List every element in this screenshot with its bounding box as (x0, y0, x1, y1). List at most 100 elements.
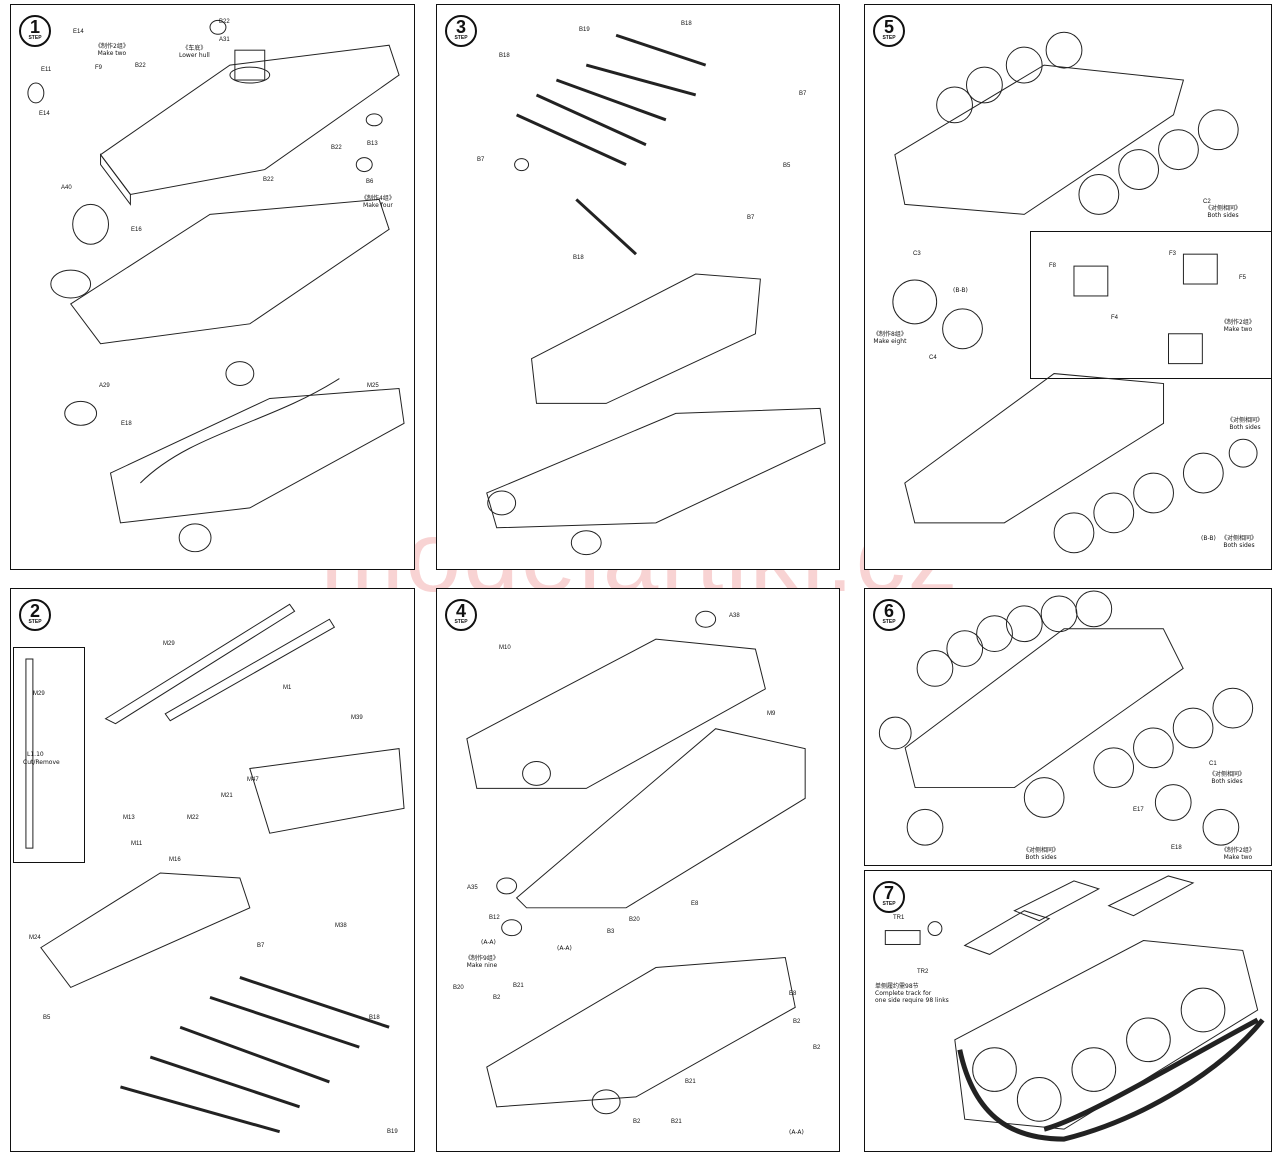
part-label: F4 (1111, 315, 1119, 321)
part-label: M11 (131, 841, 143, 847)
track-assembly-drawing (884, 875, 1265, 1142)
step-6-panel: 6 STEP C1 E17 E18 《对侧相同》 Both sides 《对侧相… (864, 588, 1272, 866)
part-label: B18 (681, 21, 692, 27)
step-number: 4 (455, 601, 466, 621)
part-label: M47 (247, 777, 259, 783)
part-label: B2 (793, 1019, 801, 1025)
note-aa-3: (A-A) (789, 1129, 804, 1136)
part-label: M1 (283, 685, 292, 691)
step-number: 2 (29, 601, 40, 621)
road-wheel-drawing (892, 31, 1258, 554)
part-label: B7 (799, 91, 807, 97)
note-make-two: 《制作2组》 Make two (1221, 847, 1255, 861)
step-5-panel: 5 STEP C3 C4 F8 F4 F3 F5 C2 《对侧相同》 Both … (864, 4, 1272, 570)
step-number: 5 (883, 17, 894, 37)
note-lower-hull: 《车底》 Lower hull (179, 45, 210, 59)
part-label: M22 (187, 815, 199, 821)
part-label: M29 (33, 691, 45, 697)
part-label: A40 (61, 185, 72, 191)
note-make-nine: 《制作9组》 Make nine (465, 955, 499, 969)
part-label: F3 (1169, 251, 1177, 257)
part-label: B12 (489, 915, 500, 921)
part-label: E17 (1133, 807, 1144, 813)
part-label: M24 (29, 935, 41, 941)
step-label: STEP (28, 619, 42, 625)
torsion-bar-drawing (466, 610, 806, 1115)
part-label: TR2 (917, 969, 929, 975)
part-label: M13 (123, 815, 135, 821)
suspension-assembly-drawing (486, 33, 826, 556)
step-number: 1 (29, 17, 40, 37)
step-number: 7 (883, 883, 894, 903)
note-cut-remove: Cut/Remove (23, 759, 60, 766)
part-label: E14 (73, 29, 84, 35)
step-label: STEP (28, 35, 42, 41)
part-label: A31 (219, 37, 230, 43)
part-label: TR1 (893, 915, 905, 921)
part-label: M10 (499, 645, 511, 651)
note-both-sides-2: 《对侧相同》 Both sides (1023, 847, 1060, 861)
cut-detail-box (13, 647, 85, 863)
part-label: B22 (331, 145, 342, 151)
note-make-four: 《制作4组》 Make four (361, 195, 395, 209)
part-label: B13 (367, 141, 378, 147)
part-label: B22 (263, 177, 274, 183)
part-label: M29 (163, 641, 175, 647)
part-label: B19 (387, 1129, 398, 1135)
part-label: B20 (629, 917, 640, 923)
step-1-panel: 1 STEP E14 F9 E11 B22 A31 B22 E14 B13 B2… (10, 4, 415, 570)
note-make-eight: 《制作8组》 Make eight (873, 331, 907, 345)
part-label: M16 (169, 857, 181, 863)
part-label: F9 (95, 65, 103, 71)
part-label: B22 (135, 63, 146, 69)
part-label: B18 (499, 53, 510, 59)
step-2-panel: 2 STEP M29 M1 M29 M13 M22 M21 M47 M11 M1… (10, 588, 415, 1152)
part-label: B3 (607, 929, 615, 935)
part-label: C4 (929, 355, 937, 361)
note-bb: (B-B) (953, 287, 968, 294)
step-3-panel: 3 STEP B19 B18 B18 B7 B7 B5 B7 B18 (436, 4, 840, 570)
part-label: B7 (477, 157, 485, 163)
part-label: E18 (1171, 845, 1182, 851)
part-label: E18 (121, 421, 132, 427)
note-both-sides-2: 《对侧相同》 Both sides (1227, 417, 1264, 431)
step-5-badge: 5 STEP (873, 15, 905, 47)
note-bb-2: (B-B) (1201, 535, 1216, 542)
step-label: STEP (882, 35, 896, 41)
step-7-panel: 7 STEP TR1 TR2 单侧履约需98节 Complete track f… (864, 870, 1272, 1152)
step-4-badge: 4 STEP (445, 599, 477, 631)
note-both-sides: 《对侧相同》 Both sides (1209, 771, 1246, 785)
hull-assembly-drawing (27, 19, 405, 553)
part-label: F5 (1239, 275, 1247, 281)
part-label: M39 (351, 715, 363, 721)
step-number: 3 (455, 17, 466, 37)
note-both-sides: 《对侧相同》 Both sides (1205, 205, 1242, 219)
part-label: E8 (789, 991, 797, 997)
part-label: A38 (729, 613, 740, 619)
step-label: STEP (882, 901, 896, 907)
part-label: B7 (747, 215, 755, 221)
part-label: E11 (41, 67, 52, 73)
step-2-badge: 2 STEP (19, 599, 51, 631)
part-label: A35 (467, 885, 478, 891)
part-label: B21 (671, 1119, 682, 1125)
part-label: B19 (579, 27, 590, 33)
part-label: B2 (633, 1119, 641, 1125)
part-label: B21 (513, 983, 524, 989)
step-number: 6 (883, 601, 894, 621)
note-make-two: 《制作2组》 Make two (95, 43, 129, 57)
part-label: B18 (573, 255, 584, 261)
part-label: B6 (366, 179, 374, 185)
part-label: E16 (131, 227, 142, 233)
part-label: M9 (767, 711, 776, 717)
note-aa-2: (A-A) (557, 945, 572, 952)
part-label: B2 (813, 1045, 821, 1051)
part-label: A29 (99, 383, 110, 389)
step-6-badge: 6 STEP (873, 599, 905, 631)
note-aa: (A-A) (481, 939, 496, 946)
part-label: M21 (221, 793, 233, 799)
step-1-badge: 1 STEP (19, 15, 51, 47)
part-label: E14 (39, 111, 50, 117)
part-label: C1 (1209, 761, 1217, 767)
step-label: STEP (882, 619, 896, 625)
